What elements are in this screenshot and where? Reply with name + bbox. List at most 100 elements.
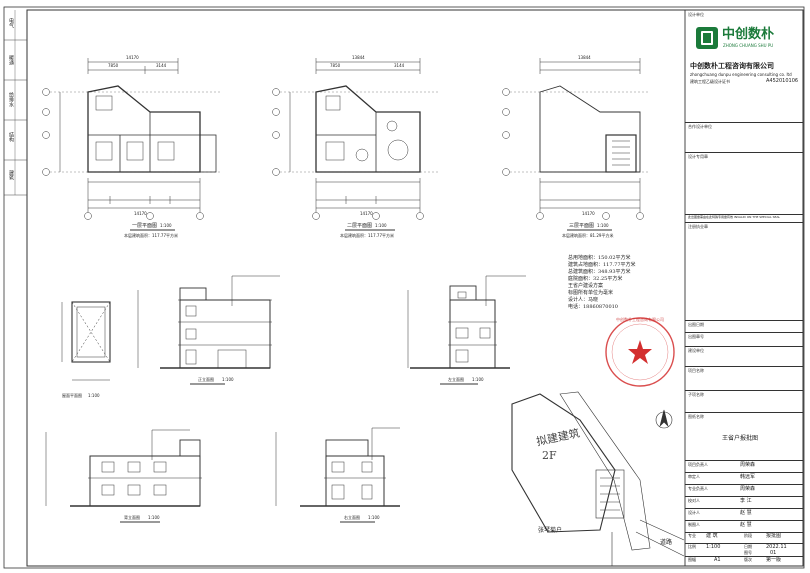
tb-version-label: 版次	[744, 557, 752, 562]
right-elevation-title: 右立面图	[344, 515, 360, 520]
strip-structure: 结构	[8, 132, 14, 142]
stat-yard-area: 庭院面积：32.25平方米	[568, 276, 623, 282]
back-elevation-title: 背立面图	[124, 515, 140, 520]
tb-project-label: 项目名称	[688, 368, 704, 373]
tb-stamp-date: 出图日期	[688, 322, 704, 327]
roof-plan-scale: 1:100	[88, 393, 100, 398]
plan-2-title: 二层平面图	[347, 223, 373, 229]
tb-sign-name-3: 周荣森	[740, 486, 756, 492]
tb-sign-role-1: 项目负责人	[688, 462, 708, 467]
tb-sign-name-5: 赵 慧	[740, 510, 752, 516]
tb-registration: 注册执业章	[688, 224, 708, 229]
plan-3-scale: 1:100	[597, 223, 609, 228]
plan-3-linework	[506, 58, 650, 231]
strip-architecture: 建筑	[8, 170, 14, 180]
tb-discipline-label: 专业	[688, 533, 696, 538]
left-elevation-title: 左立面图	[448, 377, 464, 382]
plan-2-scale: 1:100	[375, 223, 387, 228]
tb-subproject-label: 子项名称	[688, 392, 704, 397]
plan-1-total-dim: 14170	[126, 55, 139, 60]
tb-sign-role-4: 校对人	[688, 498, 700, 503]
tb-designer-header: 设计单位	[688, 12, 704, 17]
tb-sign-role-3: 专业负责人	[688, 486, 708, 491]
company-name: 中创数朴工程咨询有限公司	[690, 62, 774, 70]
plan-3-total-dim: 13844	[578, 55, 591, 60]
tb-sign-name-1: 周荣森	[740, 462, 756, 468]
tb-date: 2022.11	[766, 544, 787, 550]
site-plan-linework	[511, 391, 685, 566]
tb-size: A1	[714, 557, 721, 563]
tb-client: 建设单位	[688, 348, 704, 353]
cert-label: 建筑工程乙级设计证书	[690, 79, 730, 84]
tb-coop: 合作设计单位	[688, 124, 712, 129]
tb-drawing-no-label: 图号	[744, 550, 752, 555]
tb-version: 第一版	[766, 557, 782, 563]
tb-special-seal: 设计专用章	[688, 154, 708, 159]
right-elevation-scale: 1:100	[368, 515, 380, 520]
left-elevation-linework	[407, 275, 526, 385]
north-arrow	[655, 409, 673, 429]
plan-1-bottom-dim: 14170	[134, 211, 147, 216]
logo-mark-icon	[701, 31, 713, 45]
plan-2-dim-b: 3144	[394, 63, 405, 68]
roof-plan-linework	[61, 301, 111, 381]
tb-sign-name-4: 李 江	[740, 498, 752, 504]
cert-number: A452010106	[766, 78, 799, 84]
stat-units: 标图所有单位为毫米	[568, 290, 614, 296]
tb-sign-role-2: 审定人	[688, 474, 700, 479]
roof-plan-title: 屋面平面图	[62, 393, 82, 398]
tb-sign-role-5: 设计人	[688, 510, 700, 515]
plan-3-title: 三层平面图	[569, 223, 595, 229]
stat-site-area: 总用地面积：150.02平方米	[568, 255, 631, 261]
plan-2-bottom-dim: 14170	[360, 211, 373, 216]
tb-discipline: 建 筑	[706, 533, 718, 539]
plan-2-total-dim: 13844	[352, 55, 365, 60]
tb-scale-label: 比例	[688, 544, 696, 549]
plan-2-dim-a: 7850	[330, 63, 341, 68]
plan-1-area: 本层建筑面积：117.77平方米	[124, 233, 178, 238]
seal-text: 中创数朴工程咨询有限公司	[616, 317, 664, 322]
tb-seal-no: 出图章号	[688, 334, 704, 339]
plan-3-area: 本层建筑面积：81.29平方米	[562, 233, 614, 238]
plan-3-bottom-dim: 14170	[582, 211, 595, 216]
plan-1-linework	[46, 58, 220, 231]
stat-designer: 设计人：马晓	[568, 297, 599, 303]
tb-approval-note: 此出图章需由在此特殊专用章有效 INVALID ON THE SPECIAL S…	[688, 215, 781, 219]
stat-scheme: 王省户建设方案	[568, 283, 604, 289]
tb-scale: 1:100	[706, 544, 721, 550]
company-seal	[605, 317, 675, 387]
tb-phase-label: 阶段	[744, 533, 752, 538]
left-elevation-scale: 1:100	[472, 377, 484, 382]
tb-drawing-no: 01	[770, 550, 777, 556]
stat-phone: 电话：18860870010	[568, 304, 618, 310]
strip-plumbing: 给排水	[8, 92, 14, 107]
front-elevation-scale: 1:100	[222, 377, 234, 382]
site-neighbor-label: 张琴菊户	[538, 527, 563, 534]
site-road-label: 道路	[660, 539, 673, 546]
strip-electrical: 电气	[8, 18, 14, 28]
stat-gross-area: 总建筑面积：348.93平方米	[568, 269, 631, 275]
stat-footprint: 建筑占地面积：117.77平方米	[568, 262, 636, 268]
brand-name: 中创数朴	[722, 27, 775, 42]
tb-sign-name-6: 赵 慧	[740, 522, 752, 528]
tb-drawing-name: 王省户报批图	[722, 435, 759, 442]
back-elevation-linework	[45, 429, 202, 523]
site-floors-label: 2F	[542, 449, 557, 462]
plan-1-scale: 1:100	[160, 223, 172, 228]
tb-drawing-label: 图纸名称	[688, 414, 704, 419]
front-elevation-title: 正立面图	[198, 377, 214, 382]
brand-en: ZHONG CHUANG SHU PU	[723, 43, 774, 48]
plan-2-linework	[276, 58, 440, 231]
plan-1-dim-b: 3144	[156, 63, 167, 68]
front-elevation-linework	[137, 275, 280, 385]
tb-phase: 报批图	[766, 533, 782, 539]
strip-hvac: 暖通	[8, 55, 14, 65]
back-elevation-scale: 1:100	[148, 515, 160, 520]
tb-sign-role-6: 制图人	[688, 522, 700, 527]
company-name-en: zhongchuang dunpu engineering consulting…	[690, 72, 792, 77]
tb-date-label: 日期	[744, 544, 752, 549]
tb-sign-name-2: 韩远军	[740, 474, 756, 480]
plan-1-dim-a: 7850	[108, 63, 119, 68]
